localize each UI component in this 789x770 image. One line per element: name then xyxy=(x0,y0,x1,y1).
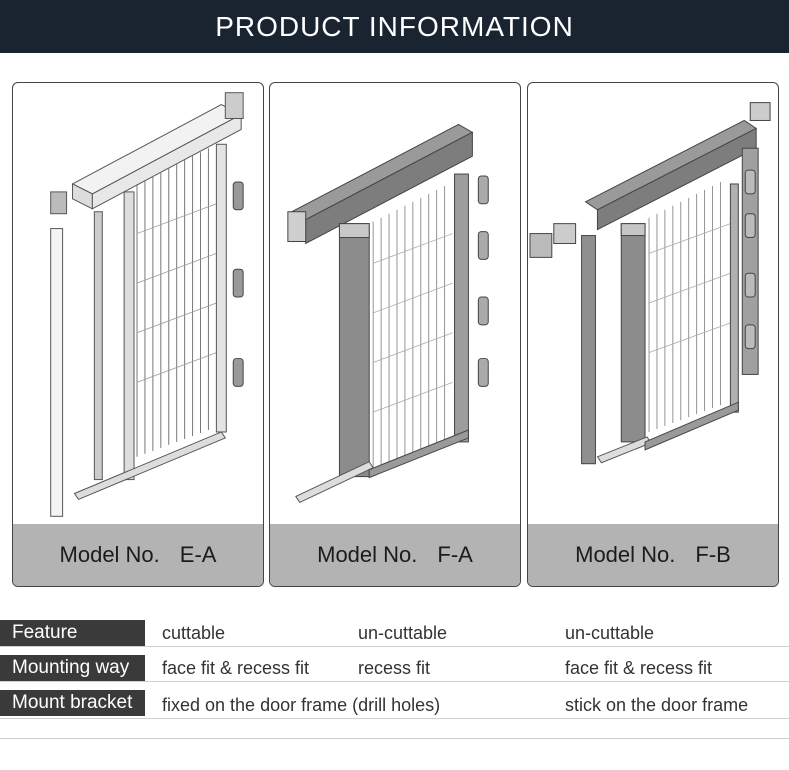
spec-label-feature: Feature xyxy=(0,620,145,646)
bottom-divider xyxy=(0,738,789,739)
model-card-e-a: Model No. E-A xyxy=(12,82,264,587)
model-card-f-a: Model No. F-A xyxy=(269,82,521,587)
row-divider xyxy=(0,681,789,682)
row-divider xyxy=(0,646,789,647)
page-title: PRODUCT INFORMATION xyxy=(215,10,574,42)
spec-label-bracket: Mount bracket xyxy=(0,690,145,716)
spec-row-bracket: Mount bracket fixed on the door frame (d… xyxy=(0,690,789,720)
spec-row-mounting: Mounting way face fit & recess fit reces… xyxy=(0,655,789,685)
model-caption-f-b: Model No. F-B xyxy=(528,524,778,586)
product-illustration-f-a xyxy=(270,83,520,525)
model-prefix: Model No. xyxy=(317,542,418,567)
spec-value-feature-f-b: un-cuttable xyxy=(565,623,655,643)
model-code: E-A xyxy=(179,542,217,567)
page-header: PRODUCT INFORMATION xyxy=(0,0,789,53)
spec-value-bracket-f-b: stick on the door frame xyxy=(565,695,749,715)
model-code: F-B xyxy=(695,542,731,567)
spec-value-mounting-f-b: face fit & recess fit xyxy=(565,658,713,678)
spec-label-mounting: Mounting way xyxy=(0,655,145,681)
model-card-f-b: Model No. F-B xyxy=(527,82,779,587)
model-code: F-A xyxy=(437,542,473,567)
spec-value-mounting-e-a: face fit & recess fit xyxy=(162,658,310,678)
product-illustration-e-a xyxy=(13,83,263,525)
spec-row-feature: Feature cuttable un-cuttable un-cuttable xyxy=(0,620,789,650)
model-prefix: Model No. xyxy=(575,542,676,567)
spec-value-feature-f-a: un-cuttable xyxy=(358,623,448,643)
model-prefix: Model No. xyxy=(59,542,160,567)
product-illustration-f-b xyxy=(528,83,778,525)
row-divider xyxy=(0,718,789,719)
model-caption-f-a: Model No. F-A xyxy=(270,524,520,586)
spec-value-bracket-e-a-f-a: fixed on the door frame (drill holes) xyxy=(162,695,441,715)
spec-value-feature-e-a: cuttable xyxy=(162,623,226,643)
spec-value-mounting-f-a: recess fit xyxy=(358,658,431,678)
model-caption-e-a: Model No. E-A xyxy=(13,524,263,586)
